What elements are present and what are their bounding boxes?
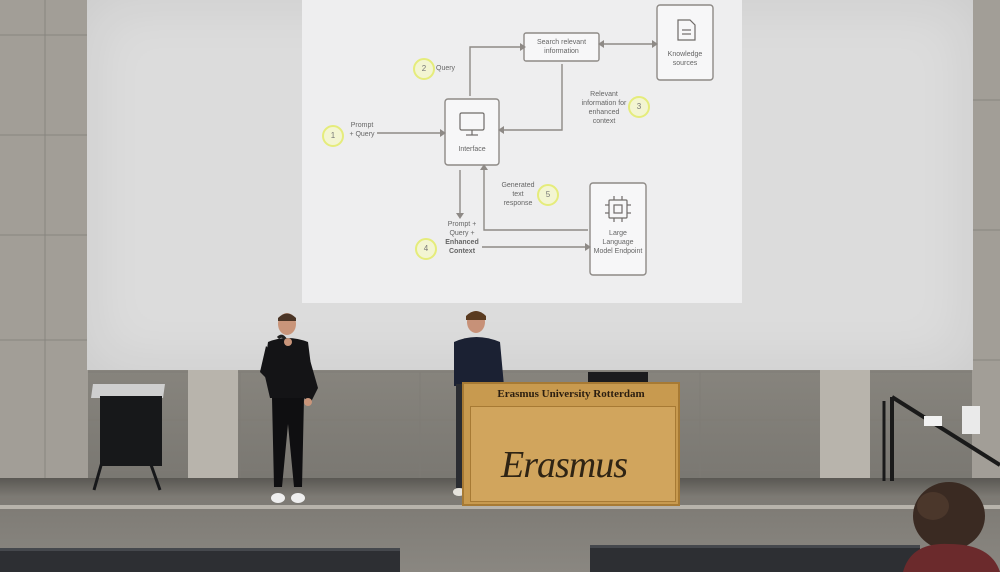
- step3-label: Relevant information for enhanced contex…: [581, 91, 627, 125]
- step-badge-2: 2: [413, 58, 435, 80]
- step4-label-b: Enhanced Context: [445, 239, 479, 255]
- audience-seats-left: [0, 548, 400, 572]
- document-icon: [677, 19, 696, 41]
- step-badge-3: 3: [628, 96, 650, 118]
- step2-label: Query: [436, 65, 456, 72]
- lectern-legs: [92, 462, 162, 491]
- erasmus-logo-text: Erasmus: [501, 444, 628, 486]
- step4-label: Prompt + Query + Enhanced Context: [442, 220, 482, 256]
- stage-edge: [0, 505, 1000, 509]
- podium: Erasmus University Rotterdam Erasmus: [462, 382, 680, 506]
- audience-member: [903, 482, 1000, 572]
- step-badge-5: 5: [537, 184, 559, 206]
- presentation-slide: Search relevant information Knowledge so…: [302, 0, 742, 303]
- wall-pillar: [820, 362, 870, 482]
- step1-label: Prompt + Query: [349, 122, 375, 138]
- step-badge-4: 4: [415, 238, 437, 260]
- interface-node-label: Interface: [458, 146, 486, 153]
- audience-seats-right: [590, 545, 920, 572]
- lectern: [100, 396, 162, 466]
- podium-title: Erasmus University Rotterdam: [497, 388, 645, 400]
- laptop: [588, 372, 648, 382]
- chip-icon: [605, 196, 631, 222]
- search-node-label: Search relevant information: [536, 39, 587, 55]
- wall-pillar: [188, 362, 238, 482]
- knowledge-node-label: Knowledge sources: [667, 51, 703, 67]
- monitor-icon: [459, 112, 485, 136]
- step-badge-1: 1: [322, 125, 344, 147]
- step5-label: Generated text response: [501, 182, 535, 207]
- llm-node-label: Large Language Model Endpoint: [593, 230, 643, 255]
- erasmus-logo: Erasmus: [470, 406, 676, 502]
- wall-notice-sign: [962, 406, 980, 434]
- step4-label-a: Prompt + Query +: [447, 221, 477, 237]
- emergency-sign: [924, 416, 942, 426]
- stair-railing: [882, 395, 1000, 481]
- speaker-left: [260, 313, 318, 503]
- rag-diagram-arrows: [377, 4, 714, 276]
